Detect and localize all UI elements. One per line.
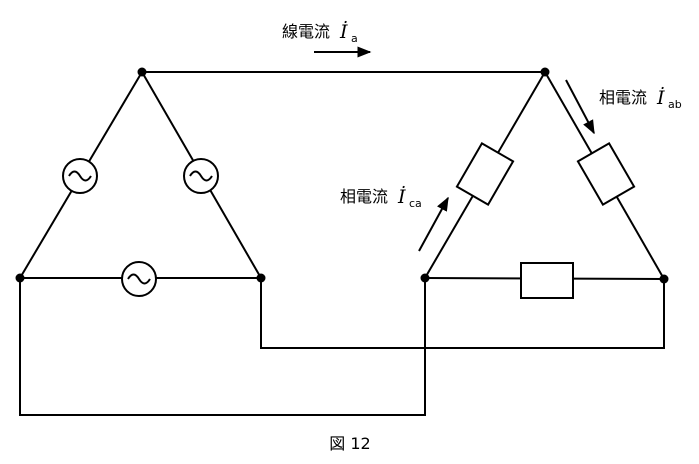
svg-text:相電流: 相電流 — [599, 88, 647, 107]
line-wire-c — [19, 278, 426, 416]
impedance-ab — [576, 141, 636, 207]
node — [540, 67, 550, 77]
svg-text:İ: İ — [397, 185, 406, 208]
phase-current-ca-arrow — [418, 196, 449, 252]
ac-source-icon — [121, 261, 157, 297]
phase-current-ab-arrow — [565, 79, 595, 135]
line-current-label: 線電流 İ a — [282, 20, 358, 45]
phase-current-ab-label: 相電流 İ ab — [599, 86, 682, 111]
node — [420, 273, 430, 283]
svg-text:İ: İ — [339, 20, 348, 43]
figure-caption: 図 12 — [329, 434, 370, 453]
node — [659, 274, 669, 284]
svg-text:線電流: 線電流 — [282, 22, 330, 41]
phase-current-ca-label: 相電流 İ ca — [340, 185, 422, 210]
ac-source-icon — [62, 158, 98, 194]
svg-text:ca: ca — [409, 197, 422, 210]
ac-source-icon — [183, 158, 219, 194]
svg-text:a: a — [351, 32, 358, 45]
svg-text:ab: ab — [668, 98, 682, 111]
svg-text:相電流: 相電流 — [340, 187, 388, 206]
nodes — [15, 67, 669, 284]
line-wire-b — [260, 278, 665, 349]
impedance-ca — [455, 141, 515, 207]
load-delta — [424, 71, 665, 299]
svg-text:İ: İ — [656, 86, 665, 109]
node — [256, 273, 266, 283]
node — [15, 273, 25, 283]
impedance-bc — [520, 262, 574, 299]
node — [137, 67, 147, 77]
source-delta — [19, 71, 262, 297]
